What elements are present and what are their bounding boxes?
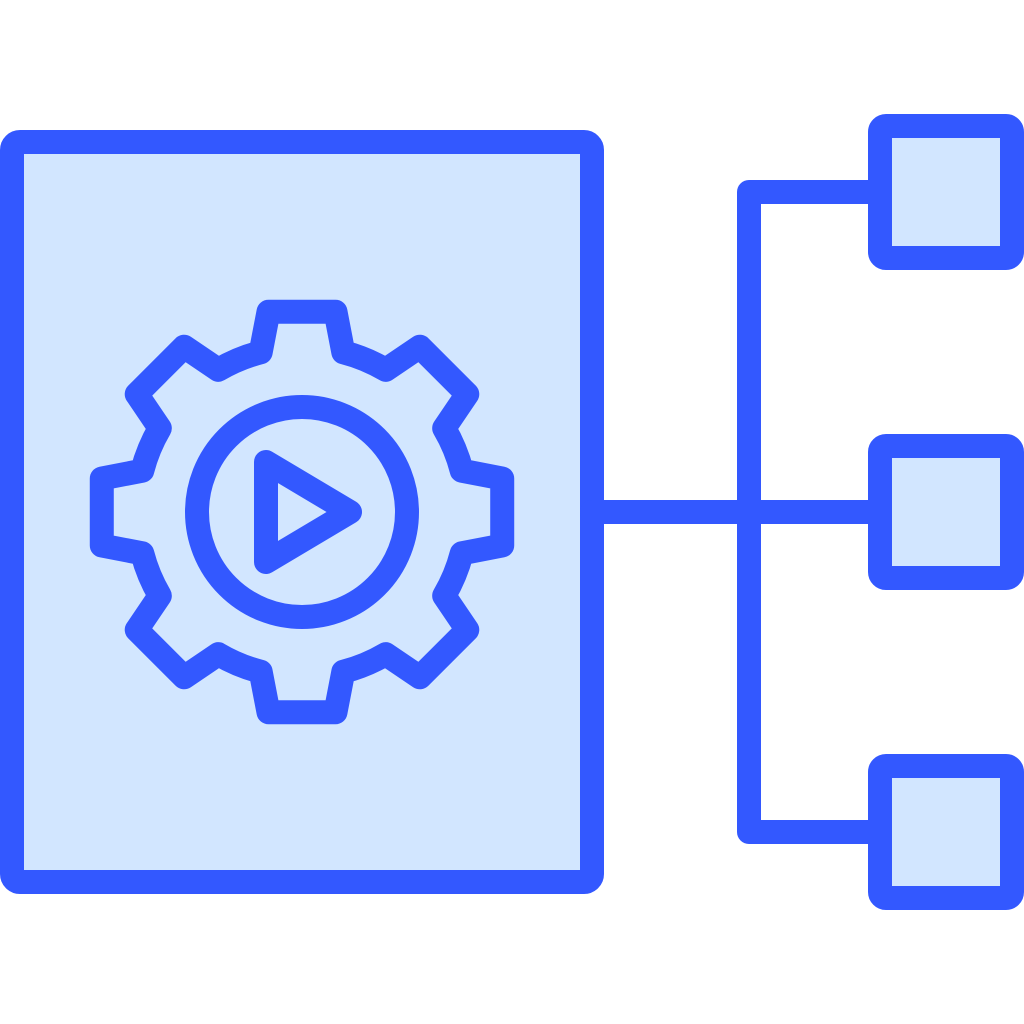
- node-top: [868, 114, 1024, 270]
- play-icon: [254, 450, 362, 574]
- tree-connector: [580, 180, 880, 844]
- connector-bracket: [737, 180, 880, 844]
- node-bottom: [868, 754, 1024, 910]
- node-middle: [868, 434, 1024, 590]
